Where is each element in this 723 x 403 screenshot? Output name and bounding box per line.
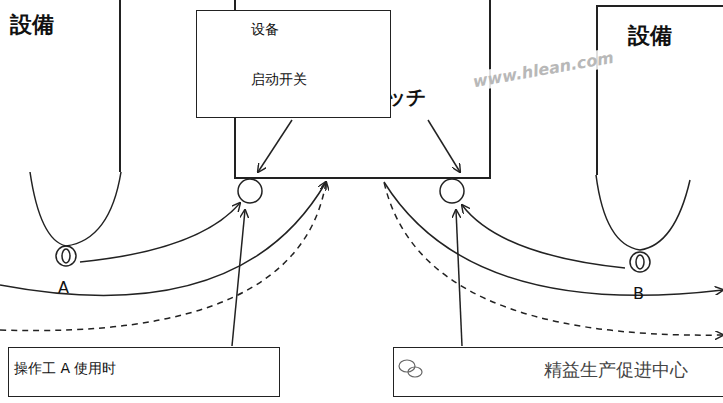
box-text: 操作工 A 使用时: [14, 360, 116, 378]
walk-path: [80, 203, 240, 262]
leader-line: [428, 120, 460, 172]
equipment-box: 設備: [596, 5, 723, 175]
box-text: ッチ: [386, 84, 426, 111]
watermark: www.hlean.com: [469, 47, 617, 91]
box-text: 设备: [251, 21, 279, 39]
box-text-line: 启动开关: [251, 71, 307, 89]
operator-label: A: [58, 278, 69, 297]
start-button: [238, 179, 262, 203]
start-button: [440, 179, 464, 203]
caption-box: 操作工 A 使用时: [8, 347, 280, 397]
box-text: 設備: [628, 21, 672, 51]
walk-path: [30, 172, 121, 246]
leader-line: [456, 210, 462, 346]
walk-path: [596, 175, 690, 250]
operator-label: B: [633, 284, 644, 303]
operator-figure: [630, 252, 650, 272]
leader-line: [258, 120, 292, 172]
walk-path: [384, 182, 723, 295]
walk-path-dashed: [384, 182, 723, 335]
operator-figure: [56, 246, 76, 266]
box-text: 精益生产促进中心: [544, 358, 688, 382]
caption-box: 精益生产促进中心: [393, 347, 723, 397]
walk-path-dashed: [0, 182, 326, 331]
walk-path: [462, 205, 625, 268]
note-box: 设备启动开关: [196, 10, 391, 118]
walk-path: [0, 182, 326, 295]
equipment-box: 設備: [0, 0, 121, 172]
leader-line: [232, 210, 245, 346]
logo-icon: [399, 360, 422, 377]
box-text: 設備: [10, 10, 54, 40]
